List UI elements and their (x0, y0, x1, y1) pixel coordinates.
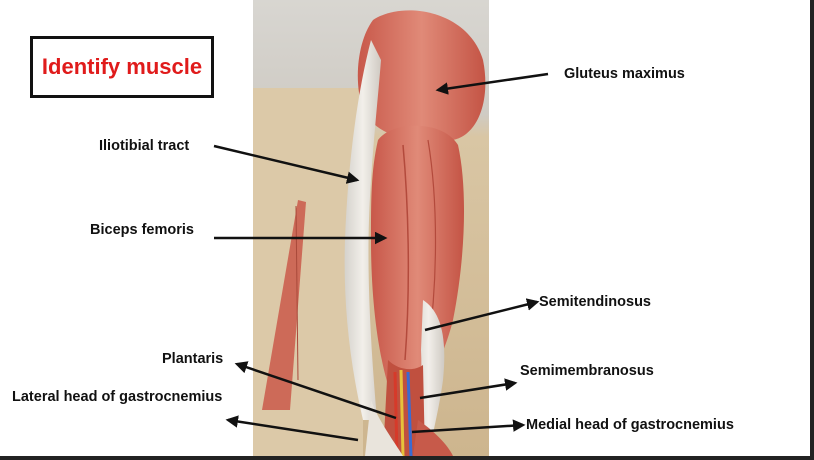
label-gluteus-maximus: Gluteus maximus (564, 66, 685, 82)
title-box: Identify muscle (30, 36, 214, 98)
label-semitendinosus: Semitendinosus (539, 294, 651, 310)
label-plantaris: Plantaris (162, 351, 224, 367)
slide-title: Identify muscle (41, 54, 203, 79)
label-biceps-femoris: Biceps femoris (90, 222, 194, 238)
leg-model-illustration (253, 0, 489, 456)
label-medial-head-gastrocnemius: Medial head of gastrocnemius (526, 417, 734, 433)
label-lateral-head-gastrocnemius: Lateral head of gastrocnemius (12, 389, 223, 405)
label-semimembranosus: Semimembranosus (520, 363, 654, 379)
muscle-model-photo (253, 0, 489, 456)
label-iliotibial-tract: Iliotibial tract (99, 138, 190, 154)
